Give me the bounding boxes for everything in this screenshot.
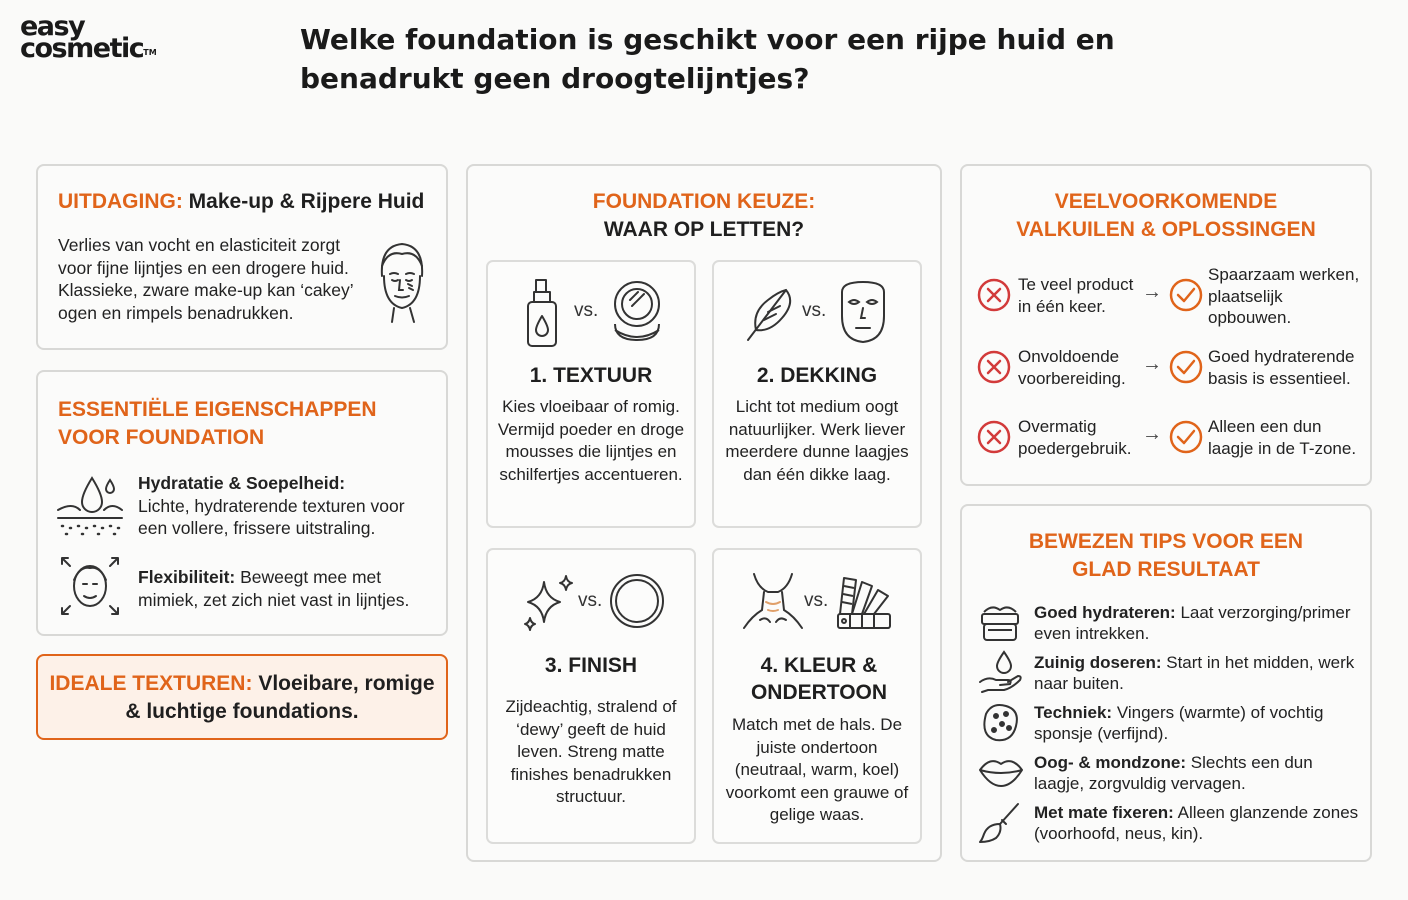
properties-title: ESSENTIËLE EIGENSCHAPPEN VOOR FOUNDATION <box>58 398 377 449</box>
pitfalls-card: VEELVOORKOMENDE VALKUILEN & OPLOSSINGEN … <box>960 164 1372 486</box>
tip-item: Goed hydrateren: Laat verzorging/primer … <box>1034 602 1364 644</box>
tip-text: Start in het midden, werk naar buiten. <box>1034 653 1355 693</box>
foundation-choice-card: FOUNDATION KEUZE: WAAR OP LETTEN? vs. 1.… <box>466 164 942 862</box>
tips-title: BEWEZEN TIPS VOOR EEN GLAD RESULTAAT <box>1028 530 1304 581</box>
vs-label: vs. <box>578 590 603 611</box>
tip-label: Oog- & mondzone: <box>1034 753 1187 772</box>
cross-circle-icon <box>976 419 1012 455</box>
property-row: Hydratatie & Soepelheid: Lichte, hydrate… <box>138 472 438 540</box>
page-title: Welke foundation is geschikt voor een ri… <box>300 23 1115 95</box>
tip-item: Zuinig doseren: Start in het midden, wer… <box>1034 652 1364 694</box>
ideal-rest: Vloeibare, romige & luchtige foundations… <box>125 672 435 723</box>
tip-label: Goed hydrateren: <box>1034 603 1176 622</box>
property-row: Flexibiliteit: Beweegt mee met mimiek, z… <box>138 566 438 611</box>
property-text: Lichte, hydraterende texturen voor een v… <box>138 495 405 539</box>
powder-compact-icon <box>610 278 664 348</box>
pitfall-solution: Alleen een dun laagje in de T-zone. <box>1208 417 1357 458</box>
criterion-title: 4. KLEUR & ONDERTOON <box>750 654 888 704</box>
hydration-drop-icon <box>54 472 126 538</box>
pitfall-problem: Overmatig poedergebruik. <box>1018 417 1132 458</box>
tip-item: Oog- & mondzone: Slechts een dun laagje,… <box>1034 752 1364 794</box>
tip-label: Met mate fixeren: <box>1034 803 1174 822</box>
pitfall-solution: Spaarzaam werken, plaatselijk opbouwen. <box>1208 265 1360 327</box>
criterion-text: Zijdeachtig, stralend of ‘dewy’ geeft de… <box>505 697 677 806</box>
challenge-title-rest: Make-up & Rijpere Huid <box>188 190 425 213</box>
tip-text: Vingers (warmte) of vochtig sponsje (ver… <box>1034 703 1324 743</box>
check-circle-icon <box>1168 419 1204 455</box>
criterion-coverage: vs. 2. DEKKING Licht tot medium oogt nat… <box>712 260 922 528</box>
arrow-right-icon: → <box>1142 353 1162 375</box>
property-text: Beweegt mee met mimiek, zet zich niet va… <box>138 567 410 610</box>
feather-icon <box>742 282 796 344</box>
criterion-title: 2. DEKKING <box>756 364 878 387</box>
cross-circle-icon <box>976 277 1012 313</box>
liquid-foundation-bottle-icon <box>524 278 560 348</box>
criterion-text: Kies vloeibaar of romig. Vermijd poeder … <box>497 397 685 484</box>
criterion-texture: vs. 1. TEXTUUR Kies vloeibaar of romig. … <box>486 260 696 528</box>
vs-label: vs. <box>804 590 829 611</box>
challenge-card: UITDAGING: Make-up & Rijpere Huid Verlie… <box>36 164 448 350</box>
check-circle-icon <box>1168 349 1204 385</box>
mask-icon <box>836 278 890 346</box>
sparkle-icon <box>520 572 578 632</box>
choice-title-line-1: FOUNDATION KEUZE: <box>592 190 816 213</box>
vs-label: vs. <box>802 300 827 321</box>
vs-label: vs. <box>574 300 599 321</box>
aging-face-icon <box>372 236 432 326</box>
challenge-title: UITDAGING: Make-up & Rijpere Huid <box>58 188 448 216</box>
flexible-face-icon <box>58 554 122 618</box>
challenge-title-accent: UITDAGING: <box>58 190 183 213</box>
brand-line-1: easy <box>20 11 86 42</box>
color-swatch-icon <box>834 570 894 632</box>
property-label: Flexibiliteit: <box>138 567 236 587</box>
brand-logo: easy cosmeticTM <box>20 11 190 62</box>
cross-circle-icon <box>976 349 1012 385</box>
tip-text: Alleen glanzende zones (voorhoofd, neus,… <box>1034 803 1359 843</box>
ideal-textures-text: IDEALE TEXTUREN: Vloeibare, romige & luc… <box>48 670 436 726</box>
pitfall-problem: Te veel product in één keer. <box>1018 275 1134 316</box>
criterion-text: Match met de hals. De juiste ondertoon (… <box>725 715 909 824</box>
trademark: TM <box>143 48 157 57</box>
hand-drop-icon <box>978 650 1024 694</box>
brand-name: cosmetic <box>20 33 145 64</box>
check-circle-icon <box>1168 277 1204 313</box>
matte-circle-icon <box>608 572 666 630</box>
challenge-text: Verlies van vocht en elasticiteit zorgt … <box>58 235 354 323</box>
sponge-icon <box>978 700 1024 744</box>
lips-icon <box>978 754 1024 788</box>
ideal-textures-callout: IDEALE TEXTUREN: Vloeibare, romige & luc… <box>36 654 448 740</box>
ideal-accent: IDEALE TEXTUREN: <box>49 672 253 695</box>
pitfalls-title: VEELVOORKOMENDE VALKUILEN & OPLOSSINGEN <box>1016 190 1316 241</box>
pitfall-solution: Goed hydraterende basis is essentieel. <box>1208 347 1355 388</box>
cream-jar-icon <box>978 602 1022 642</box>
tip-item: Techniek: Vingers (warmte) of vochtig sp… <box>1034 702 1364 744</box>
tip-text: Laat verzorging/primer even intrekken. <box>1034 603 1351 643</box>
pitfall-problem: Onvoldoende voorbereiding. <box>1018 347 1126 388</box>
arrow-right-icon: → <box>1142 423 1162 445</box>
neck-icon <box>742 570 804 632</box>
criterion-title: 1. TEXTUUR <box>529 364 653 387</box>
brand-line-2: cosmeticTM <box>20 35 190 62</box>
criterion-finish: vs. 3. FINISH Zijdeachtig, stralend of ‘… <box>486 548 696 844</box>
properties-card: ESSENTIËLE EIGENSCHAPPEN VOOR FOUNDATION… <box>36 370 448 636</box>
tip-label: Techniek: <box>1034 703 1113 722</box>
criterion-color: vs. 4. KLEUR & ONDERTOON Match met de ha… <box>712 548 922 844</box>
brush-icon <box>978 800 1022 844</box>
criterion-text: Licht tot medium oogt natuurlijker. Werk… <box>725 397 909 484</box>
tips-card: BEWEZEN TIPS VOOR EEN GLAD RESULTAAT Goe… <box>960 504 1372 862</box>
arrow-right-icon: → <box>1142 281 1162 303</box>
tip-label: Zuinig doseren: <box>1034 653 1162 672</box>
choice-title-line-2: WAAR OP LETTEN? <box>603 218 805 241</box>
tip-text: Slechts een dun laagje, zorgvuldig verva… <box>1034 753 1313 793</box>
criterion-title: 3. FINISH <box>544 654 638 677</box>
tip-item: Met mate fixeren: Alleen glanzende zones… <box>1034 802 1364 844</box>
property-label: Hydratatie & Soepelheid: <box>138 473 346 493</box>
